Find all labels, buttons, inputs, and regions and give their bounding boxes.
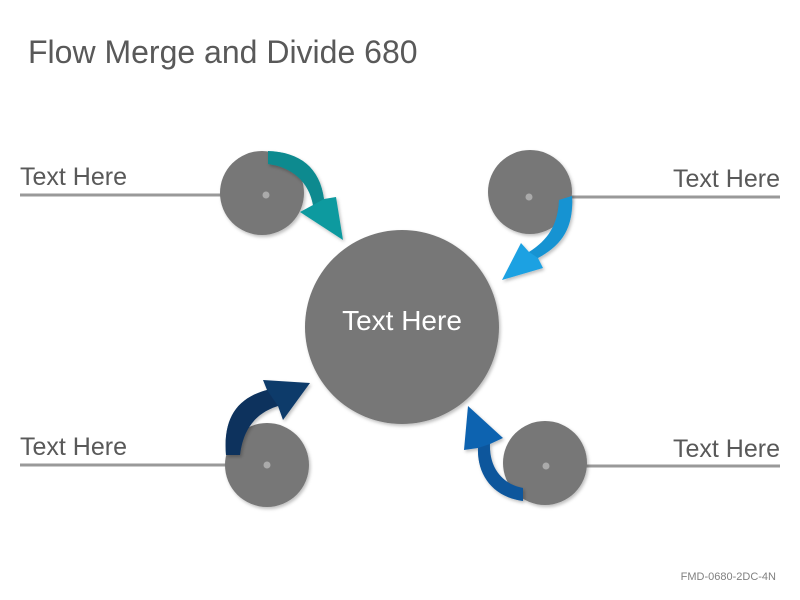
center-label: Text Here [342,305,462,336]
arrow-top-right [502,196,573,280]
arrow-bottom-left [225,380,310,455]
footer-code: FMD-0680-2DC-4N [680,571,776,583]
page-title: Flow Merge and Divide 680 [28,34,418,70]
node-circle-top-left [220,151,304,235]
node-circle-top-right [488,150,572,234]
anchor-dot-bottom-right [542,462,550,470]
center-circle [305,230,499,424]
anchor-dot-bottom-left [263,461,271,469]
node-label-bottom-right: Text Here [673,435,780,463]
arrow-bottom-right [464,406,523,501]
anchor-dot-top-right [525,193,533,201]
anchor-dot-top-left [262,191,270,199]
node-label-top-left: Text Here [20,163,127,191]
node-label-top-right: Text Here [673,165,780,193]
node-label-bottom-left: Text Here [20,433,127,461]
arrow-top-left [268,151,343,240]
